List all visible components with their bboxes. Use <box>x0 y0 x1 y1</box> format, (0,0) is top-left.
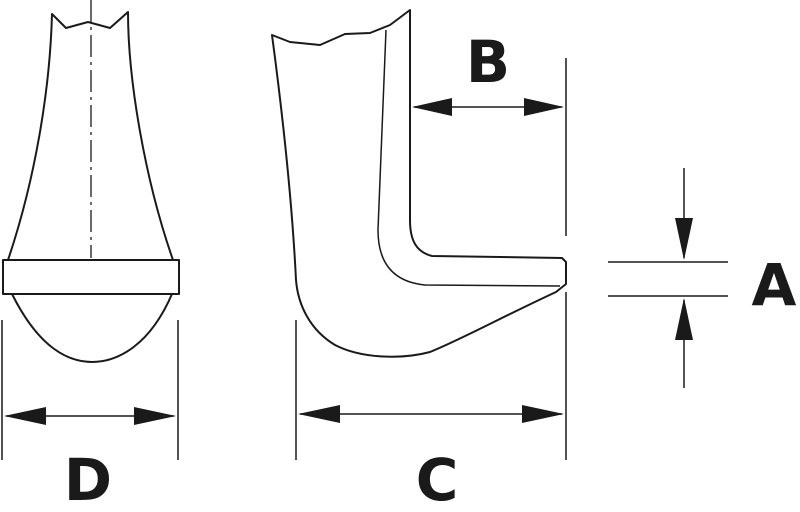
dim-a-label: A <box>752 251 797 319</box>
dim-b-arrow-left <box>412 98 452 116</box>
dim-c-arrow-left <box>298 405 340 423</box>
dim-c-arrow-right <box>522 405 564 423</box>
dim-d-arrow-right <box>134 407 176 425</box>
dim-a-arrow-top <box>675 218 693 260</box>
dimension-b: B <box>412 28 564 116</box>
dim-a-arrow-bottom <box>675 298 693 340</box>
side-view-tip <box>271 9 567 358</box>
dim-c-label: C <box>416 446 459 512</box>
extension-lines <box>1 58 728 460</box>
dim-d-label: D <box>64 446 112 512</box>
bent-tip-inner-edge <box>377 29 561 287</box>
tip-collar-band <box>2 259 180 295</box>
dim-d-arrow-left <box>4 407 46 425</box>
tip-flare-body <box>7 11 174 261</box>
front-view-tip <box>2 0 180 363</box>
bent-tip-body <box>271 9 567 358</box>
dim-b-label: B <box>466 28 510 96</box>
dim-b-arrow-right <box>524 98 564 116</box>
dimension-a: A <box>675 168 797 388</box>
dimension-c: C <box>298 405 564 512</box>
tip-rounded-blade <box>11 293 173 363</box>
dimension-d: D <box>4 407 176 512</box>
